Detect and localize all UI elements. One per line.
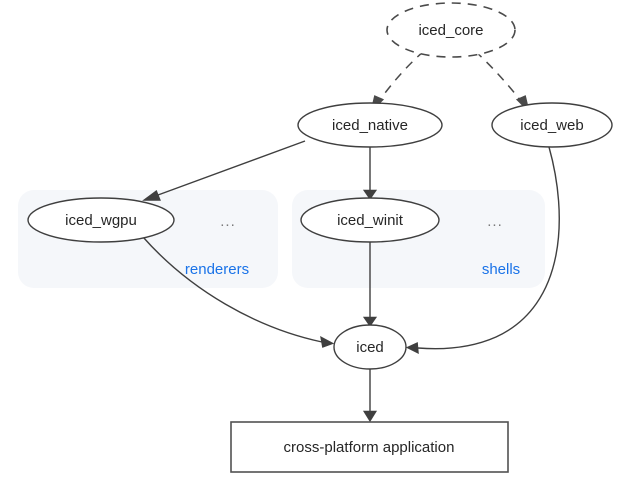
edge-iced_winit-to-iced <box>362 242 378 328</box>
node-iced[interactable]: iced <box>333 324 407 370</box>
node-iced_web-label: iced_web <box>520 117 583 134</box>
node-application[interactable]: cross-platform application <box>230 421 509 473</box>
edge-line <box>142 236 323 343</box>
node-iced_winit-shape[interactable] <box>300 197 440 243</box>
arrowhead-icon <box>142 190 161 201</box>
edge-iced_native-to-iced_wgpu <box>142 140 306 201</box>
node-iced_wgpu[interactable]: iced_wgpu <box>27 197 175 243</box>
node-iced-shape[interactable] <box>333 324 407 370</box>
node-iced_core[interactable]: iced_core <box>386 2 516 58</box>
edge-iced_wgpu-to-iced <box>142 236 335 348</box>
node-iced_web-shape[interactable] <box>491 102 613 148</box>
edge-line <box>474 50 522 102</box>
cluster-shells-label: shells <box>482 261 520 278</box>
node-iced_winit[interactable]: iced_winit <box>300 197 440 243</box>
edge-iced_web-to-iced <box>405 146 560 355</box>
arrowhead-icon <box>405 342 419 355</box>
edge-line <box>378 50 425 102</box>
node-iced_native-label: iced_native <box>332 117 408 134</box>
arrowhead-icon <box>362 410 378 423</box>
node-application-label: cross-platform application <box>284 439 455 456</box>
shells-ellipsis-label: ... <box>487 213 503 230</box>
node-iced_core-shape[interactable] <box>386 2 516 58</box>
node-application-shape[interactable] <box>230 421 509 473</box>
node-iced_native-shape[interactable] <box>297 102 443 148</box>
node-iced_native[interactable]: iced_native <box>297 102 443 148</box>
edge-iced_native-to-iced_winit <box>362 147 378 201</box>
edge-iced-to-application <box>362 369 378 423</box>
node-iced_wgpu-label: iced_wgpu <box>65 212 137 229</box>
node-iced_wgpu-shape[interactable] <box>27 197 175 243</box>
edge-line <box>157 140 306 196</box>
arrowhead-icon <box>362 316 378 328</box>
node-iced_web[interactable]: iced_web <box>491 102 613 148</box>
edge-line <box>417 146 560 350</box>
node-iced-label: iced <box>356 339 384 356</box>
arrowhead-icon <box>362 189 378 201</box>
arrowhead-icon <box>320 335 335 348</box>
node-iced_core-label: iced_core <box>418 22 483 39</box>
cluster-renderers-label: renderers <box>185 261 249 278</box>
node-iced_winit-label: iced_winit <box>337 212 404 229</box>
renderers-ellipsis-label: ... <box>220 213 236 230</box>
edge-iced_core-to-iced_web <box>474 50 531 114</box>
